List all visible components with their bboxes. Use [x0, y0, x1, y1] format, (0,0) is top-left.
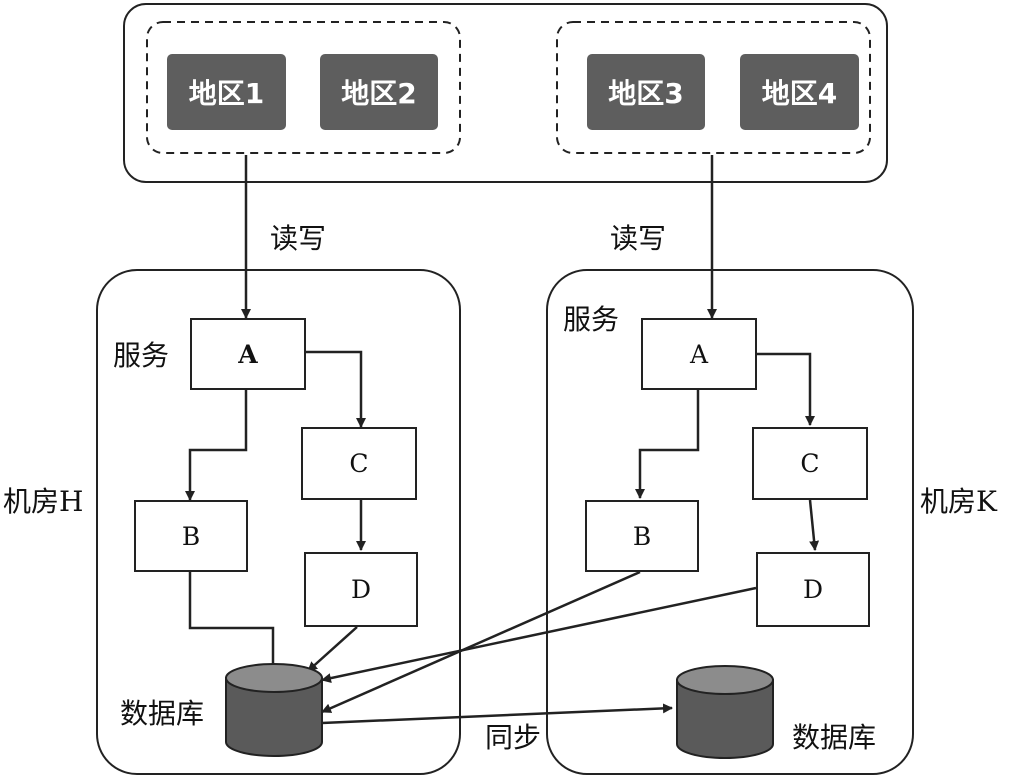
k-service-a: A	[641, 318, 757, 390]
k-a-to-b-arrow	[635, 390, 700, 499]
sync-label: 同步	[485, 721, 542, 754]
h-service-c: C	[301, 427, 417, 500]
h-a-to-c-arrow	[305, 350, 366, 428]
k-service-c: C	[752, 427, 868, 500]
service-label-k: 服务	[563, 303, 620, 336]
room-k-label: 机房K	[920, 485, 997, 518]
k-c-to-d-arrow	[808, 499, 820, 551]
db-h-label: 数据库	[120, 697, 205, 730]
h-b-to-db-arrow	[188, 572, 278, 676]
h-service-a: A	[190, 318, 306, 390]
k-service-b: B	[585, 500, 699, 572]
room-h-label: 机房H	[3, 485, 84, 518]
regions-container	[123, 3, 888, 183]
h-service-d: D	[304, 552, 418, 627]
region-2: 地区2	[320, 54, 438, 130]
room-k-container	[546, 269, 914, 775]
k-a-to-c-arrow	[757, 352, 815, 426]
region-1: 地区1	[167, 54, 286, 130]
k-service-d: D	[756, 552, 870, 627]
k-b-to-h-db-arrow	[321, 570, 641, 714]
database-h-icon	[225, 663, 323, 757]
rw-label-k: 读写	[610, 222, 667, 255]
region-group-right	[556, 21, 871, 154]
region-3: 地区3	[587, 54, 705, 130]
database-k-icon	[676, 665, 774, 759]
h-d-to-db-arrow	[307, 626, 358, 672]
db-k-label: 数据库	[792, 721, 877, 754]
k-d-to-h-db-arrow	[321, 586, 757, 684]
room-h-container	[96, 269, 461, 775]
service-label-h: 服务	[113, 339, 170, 372]
h-service-b: B	[134, 500, 248, 572]
region-4: 地区4	[740, 54, 859, 130]
rw-label-h: 读写	[270, 222, 327, 255]
region-group-left	[146, 21, 461, 154]
sync-arrow	[321, 703, 673, 725]
h-a-to-b-arrow	[185, 390, 248, 501]
